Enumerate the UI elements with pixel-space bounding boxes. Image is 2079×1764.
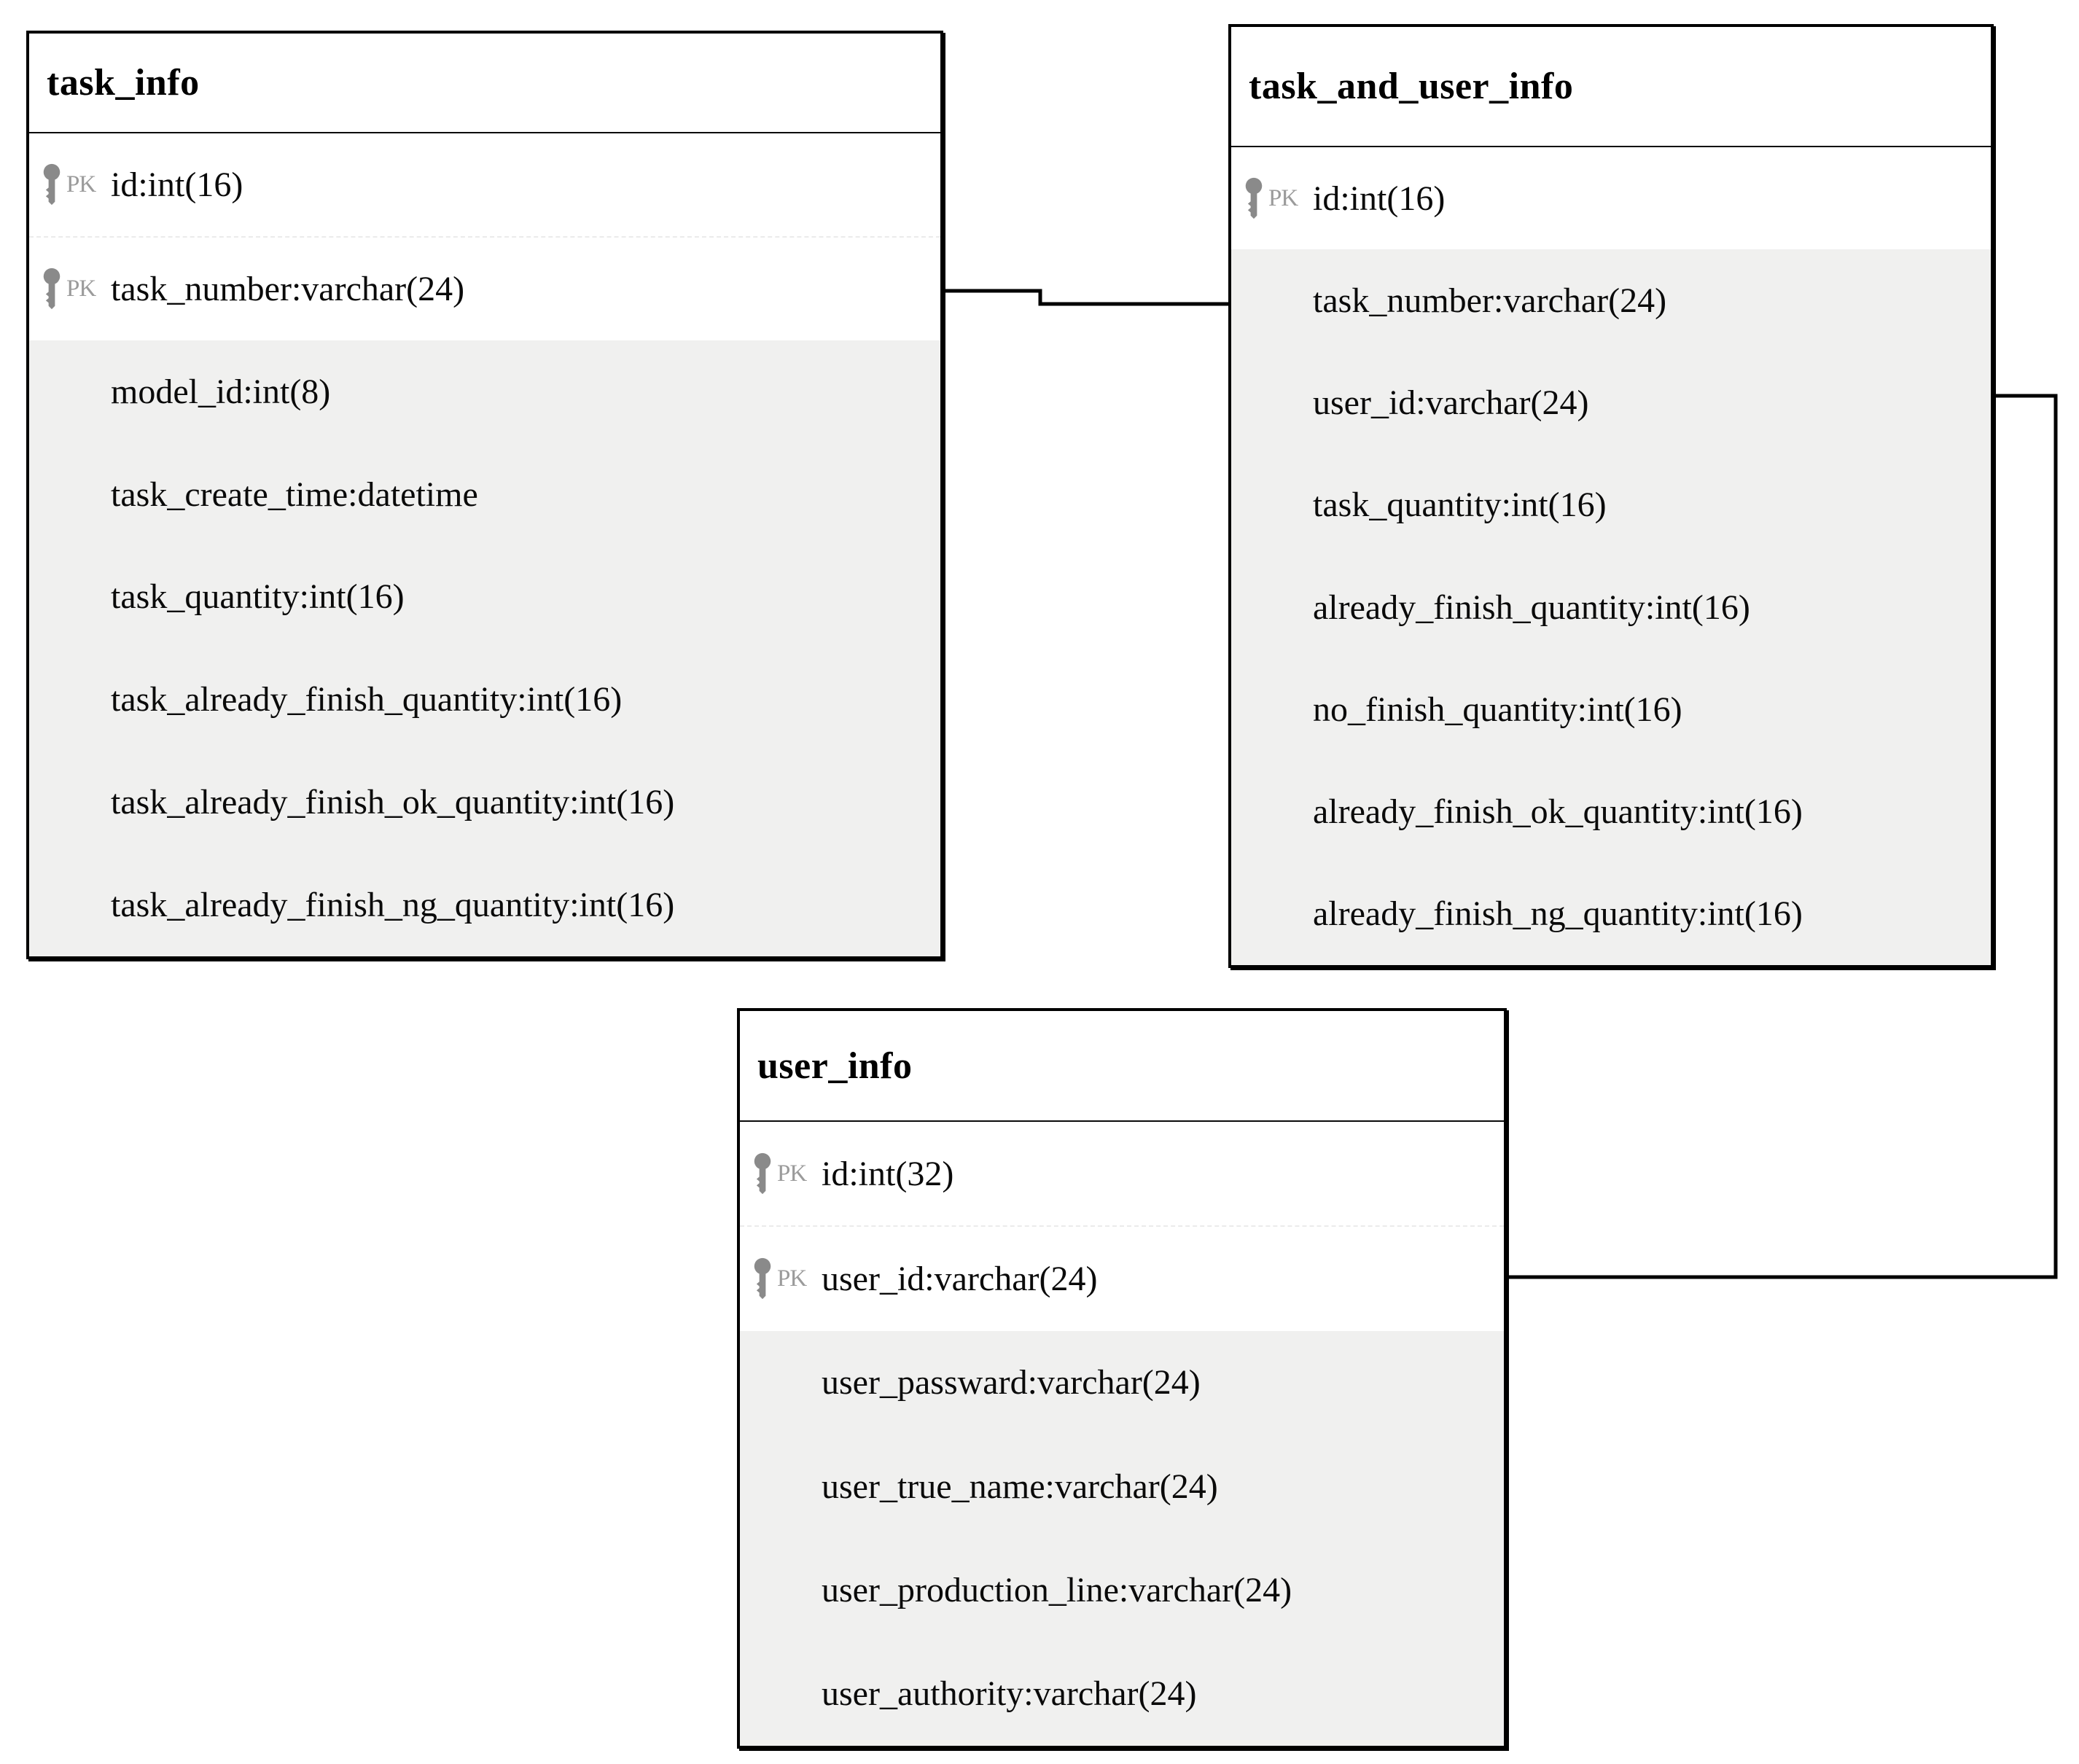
table-task-info: task_info PK id:int(16) PK task_number:varc… bbox=[26, 31, 943, 959]
field-label: user_id:varchar(24) bbox=[822, 1259, 1098, 1298]
field-row: PK task_number:varchar(24) bbox=[29, 235, 940, 340]
field-row: task_already_finish_ng_quantity:int(16) bbox=[29, 854, 940, 956]
field-row: user_id:varchar(24) bbox=[1231, 351, 1991, 454]
table-task-and-user-info: task_and_user_info PK id:int(16) task_numb… bbox=[1228, 24, 1994, 968]
table-title: user_info bbox=[757, 1045, 913, 1087]
connector-task-and-user-info-to-user-info bbox=[1507, 394, 2058, 1279]
field-row: PK user_id:varchar(24) bbox=[740, 1225, 1504, 1331]
pk-marker: PK bbox=[752, 1257, 822, 1300]
table-user-info: user_info PK id:int(32) PK user_id:varchar(… bbox=[737, 1008, 1507, 1749]
table-body: PK id:int(32) PK user_id:varchar(24) user_pa… bbox=[740, 1122, 1504, 1746]
pk-marker: PK bbox=[1243, 177, 1313, 219]
table-body: PK id:int(16) task_number:varchar(24) user_… bbox=[1231, 147, 1991, 965]
connector-task-info-to-task-and-user-info bbox=[943, 289, 1228, 306]
field-label: task_already_finish_ok_quantity:int(16) bbox=[111, 783, 675, 822]
key-icon bbox=[43, 268, 61, 310]
field-label: already_finish_quantity:int(16) bbox=[1313, 588, 1750, 627]
field-row: task_already_finish_quantity:int(16) bbox=[29, 648, 940, 752]
field-row: already_finish_ok_quantity:int(16) bbox=[1231, 760, 1991, 863]
key-icon bbox=[43, 164, 61, 206]
field-label: user_id:varchar(24) bbox=[1313, 383, 1589, 423]
table-header: user_info bbox=[740, 1011, 1504, 1122]
field-row: already_finish_quantity:int(16) bbox=[1231, 556, 1991, 659]
field-row: already_finish_ng_quantity:int(16) bbox=[1231, 862, 1991, 965]
field-label: task_quantity:int(16) bbox=[1313, 485, 1607, 525]
pk-label: PK bbox=[777, 1160, 807, 1187]
field-label: id:int(16) bbox=[111, 165, 243, 204]
key-icon bbox=[754, 1153, 771, 1195]
field-row: user_authority:varchar(24) bbox=[740, 1642, 1504, 1746]
table-header: task_and_user_info bbox=[1231, 27, 1991, 147]
field-row: user_true_name:varchar(24) bbox=[740, 1434, 1504, 1539]
field-row: task_already_finish_ok_quantity:int(16) bbox=[29, 751, 940, 854]
field-label: id:int(16) bbox=[1313, 179, 1446, 218]
field-row: task_create_time:datetime bbox=[29, 442, 940, 546]
table-body: PK id:int(16) PK task_number:varchar(24)mod… bbox=[29, 133, 940, 956]
field-row: PK id:int(32) bbox=[740, 1122, 1504, 1226]
field-label: task_quantity:int(16) bbox=[111, 577, 405, 617]
field-label: task_create_time:datetime bbox=[111, 475, 478, 514]
pk-label: PK bbox=[66, 171, 96, 198]
field-label: user_passward:varchar(24) bbox=[822, 1363, 1201, 1402]
field-row: task_quantity:int(16) bbox=[1231, 453, 1991, 556]
field-label: task_number:varchar(24) bbox=[111, 269, 465, 308]
pk-label: PK bbox=[777, 1265, 807, 1292]
field-row: PK id:int(16) bbox=[1231, 147, 1991, 250]
pk-marker: PK bbox=[752, 1152, 822, 1195]
field-row: PK id:int(16) bbox=[29, 133, 940, 236]
field-row: model_id:int(8) bbox=[29, 340, 940, 443]
table-title: task_info bbox=[47, 62, 200, 104]
field-label: already_finish_ng_quantity:int(16) bbox=[1313, 894, 1803, 934]
field-label: no_finish_quantity:int(16) bbox=[1313, 690, 1682, 729]
pk-label: PK bbox=[66, 275, 96, 302]
field-label: task_number:varchar(24) bbox=[1313, 281, 1667, 320]
field-label: task_already_finish_quantity:int(16) bbox=[111, 680, 623, 719]
field-label: already_finish_ok_quantity:int(16) bbox=[1313, 792, 1803, 832]
field-row: user_production_line:varchar(24) bbox=[740, 1538, 1504, 1642]
field-row: task_number:varchar(24) bbox=[1231, 249, 1991, 352]
field-label: user_true_name:varchar(24) bbox=[822, 1467, 1218, 1506]
field-row: user_passward:varchar(24) bbox=[740, 1330, 1504, 1435]
pk-label: PK bbox=[1268, 184, 1298, 211]
field-row: no_finish_quantity:int(16) bbox=[1231, 658, 1991, 761]
pk-marker: PK bbox=[41, 268, 111, 310]
pk-marker: PK bbox=[41, 163, 111, 206]
field-label: user_authority:varchar(24) bbox=[822, 1674, 1197, 1714]
field-row: task_quantity:int(16) bbox=[29, 545, 940, 649]
table-title: task_and_user_info bbox=[1249, 66, 1574, 107]
field-label: id:int(32) bbox=[822, 1154, 954, 1193]
key-icon bbox=[1245, 178, 1263, 219]
field-label: model_id:int(8) bbox=[111, 372, 331, 411]
key-icon bbox=[754, 1258, 771, 1300]
field-label: user_production_line:varchar(24) bbox=[822, 1570, 1292, 1609]
table-header: task_info bbox=[29, 34, 940, 133]
field-label: task_already_finish_ng_quantity:int(16) bbox=[111, 886, 675, 925]
